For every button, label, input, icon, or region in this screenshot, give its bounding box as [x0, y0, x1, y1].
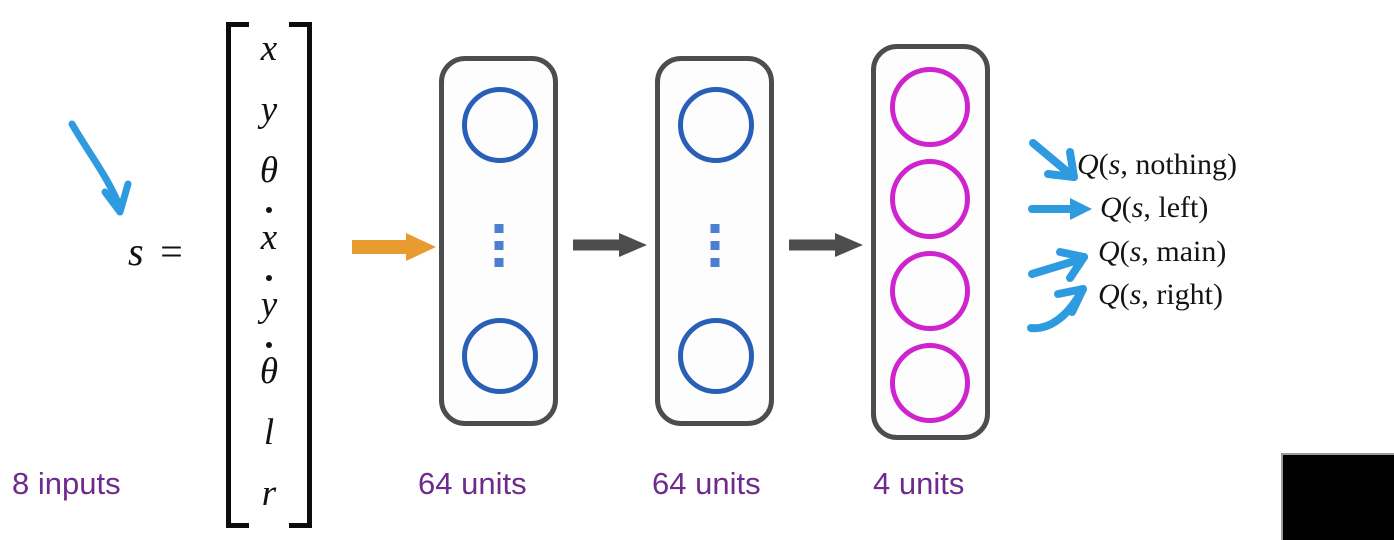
q-open-paren: ( — [1121, 191, 1132, 224]
q-symbol: Q — [1077, 148, 1099, 181]
state-vector-symbol: l — [263, 412, 275, 454]
q-open-paren: ( — [1119, 278, 1130, 311]
q-value-right-label: Q(s, right) — [1098, 278, 1223, 312]
q-symbol: Q — [1098, 278, 1120, 311]
layer-arrow-2-icon — [789, 233, 863, 257]
q-action-name: nothing — [1135, 148, 1228, 181]
curved-down-arrow-icon — [68, 120, 132, 216]
output-layer-node-1 — [890, 67, 970, 147]
hidden-layer-1-box — [439, 56, 558, 426]
time-derivative-dot-icon — [266, 341, 272, 348]
hidden-layer-2-node-bottom — [678, 318, 754, 394]
black-overlay-block — [1281, 453, 1394, 540]
state-vector-symbol: θ — [259, 351, 279, 393]
output-arrow-main-icon — [1028, 248, 1088, 282]
state-vector-symbol: x — [260, 216, 278, 258]
output-arrow-right-icon — [1027, 285, 1087, 333]
state-vector-symbol: y — [260, 284, 278, 326]
time-derivative-dot-icon — [266, 274, 272, 281]
state-vector-entry-2: y — [244, 87, 294, 131]
output-layer-box — [871, 44, 990, 440]
output-arrow-left-icon — [1028, 198, 1092, 220]
q-comma: , — [1120, 148, 1136, 181]
hidden-layer-2-label: 64 units — [652, 466, 761, 501]
q-symbol: Q — [1100, 191, 1122, 224]
q-close-paren: ) — [1227, 148, 1238, 181]
state-vector-entry-1: x — [244, 26, 294, 70]
q-state-symbol: s — [1129, 278, 1142, 311]
q-open-paren: ( — [1119, 235, 1130, 268]
q-open-paren: ( — [1098, 148, 1109, 181]
q-value-main-label: Q(s, main) — [1098, 235, 1226, 269]
layer-arrow-1-icon — [573, 233, 647, 257]
state-vector-symbol: θ — [259, 149, 279, 191]
q-close-paren: ) — [1213, 278, 1224, 311]
q-action-name: right — [1156, 278, 1214, 311]
q-state-symbol: s — [1131, 191, 1144, 224]
q-comma: , — [1143, 191, 1159, 224]
hidden-layer-2-ellipsis-icon — [710, 224, 719, 267]
hidden-layer-1-node-top — [462, 87, 538, 163]
state-vector-entry-6: θ — [244, 341, 294, 394]
bracket-right-icon — [289, 22, 312, 528]
output-layer-node-3 — [890, 251, 970, 331]
q-value-left-label: Q(s, left) — [1100, 191, 1208, 225]
output-layer-node-4 — [890, 343, 970, 423]
state-vector-entry-8: r — [244, 472, 294, 516]
hidden-layer-2-box — [655, 56, 774, 426]
state-vector-entry-7: l — [244, 411, 294, 455]
q-comma: , — [1141, 235, 1157, 268]
q-action-name: left — [1158, 191, 1199, 224]
q-close-paren: ) — [1198, 191, 1209, 224]
input-count-label: 8 inputs — [12, 466, 121, 501]
hidden-layer-2-node-top — [678, 87, 754, 163]
state-vector-entry-4: x — [244, 207, 294, 259]
state-vector-symbol: y — [260, 88, 278, 130]
hidden-layer-1-ellipsis-icon — [494, 224, 503, 267]
output-arrow-nothing-icon — [1029, 139, 1078, 181]
q-action-name: main — [1156, 235, 1217, 268]
q-close-paren: ) — [1216, 235, 1227, 268]
q-symbol: Q — [1098, 235, 1120, 268]
state-vector-entry-3: θ — [244, 148, 294, 192]
hidden-layer-1-label: 64 units — [418, 466, 527, 501]
state-vector-symbol: x — [260, 27, 278, 69]
q-value-nothing-label: Q(s, nothing) — [1077, 148, 1237, 182]
output-layer-node-2 — [890, 159, 970, 239]
time-derivative-dot-icon — [266, 207, 272, 214]
state-vector-symbol: r — [261, 473, 277, 515]
hidden-layer-1-node-bottom — [462, 318, 538, 394]
output-layer-label: 4 units — [873, 466, 965, 501]
q-comma: , — [1141, 278, 1157, 311]
q-state-symbol: s — [1129, 235, 1142, 268]
state-equation-symbol: s = — [128, 229, 187, 274]
input-arrow-icon — [352, 233, 436, 261]
state-vector-entry-5: y — [244, 274, 294, 327]
q-state-symbol: s — [1108, 148, 1121, 181]
bracket-left-icon — [226, 22, 249, 528]
